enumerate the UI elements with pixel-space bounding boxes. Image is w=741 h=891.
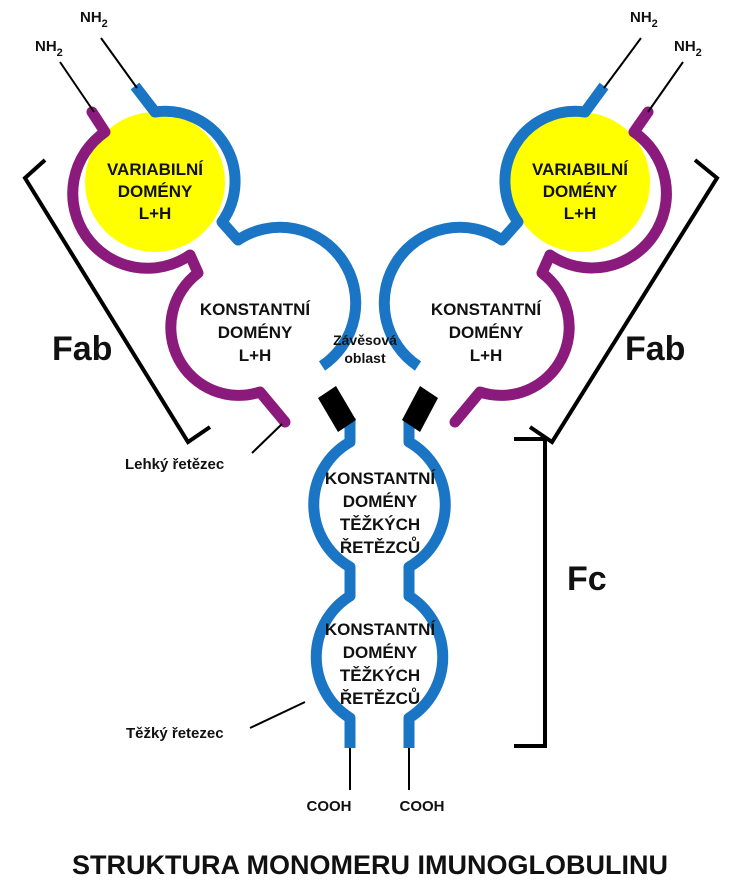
- nh2-text: NH: [80, 9, 102, 26]
- heavy-chain-left-upper-path: [130, 82, 362, 371]
- nh2-label-left-outer: NH2: [35, 38, 63, 59]
- nh2-line-right-outer: [647, 61, 684, 113]
- terminal-lines: [59, 37, 684, 790]
- cooh-label-right: COOH: [400, 798, 445, 815]
- constant-heavy-lower-line3: TĚŽKÝCH: [340, 666, 420, 685]
- light-chain-left-path: [67, 106, 291, 428]
- variable-label-right-line2: DOMÉNY: [543, 182, 618, 201]
- cooh-label-left: COOH: [307, 798, 352, 815]
- constant-lh-label-right-line2: DOMÉNY: [449, 323, 524, 342]
- hinge-right: [402, 386, 438, 432]
- constant-heavy-upper-line3: TĚŽKÝCH: [340, 515, 420, 534]
- heavy-chain-label: Těžký řetezec: [126, 725, 224, 742]
- constant-lh-label-left: KONSTANTNÍ DOMÉNY L+H: [200, 300, 311, 365]
- heavy-chain-left-lower-path: [308, 418, 356, 748]
- fab-bracket-right: [528, 158, 720, 445]
- nh2-label-right-outer: NH2: [674, 38, 702, 59]
- nh2-sub: 2: [652, 18, 658, 30]
- fab-label-right: Fab: [625, 330, 685, 368]
- fc-label: Fc: [567, 560, 607, 598]
- constant-heavy-label-lower: KONSTANTNÍ DOMÉNY TĚŽKÝCH ŘETĚZCŮ: [325, 620, 436, 708]
- constant-lh-label-right-line3: L+H: [470, 346, 503, 365]
- constant-heavy-label-upper: KONSTANTNÍ DOMÉNY TĚŽKÝCH ŘETĚZCŮ: [325, 469, 436, 557]
- nh2-line-left-outer: [59, 61, 95, 113]
- fab-arm-left: [67, 82, 362, 432]
- nh2-text: NH: [630, 9, 652, 26]
- constant-heavy-upper-line4: ŘETĚZCŮ: [340, 537, 420, 557]
- fc-heavy-chain: [308, 418, 451, 748]
- nh2-sub: 2: [696, 47, 702, 59]
- heavy-chain-right-upper-path: [378, 82, 609, 371]
- nh2-text: NH: [35, 38, 57, 55]
- variable-domain-right-fill: [510, 112, 650, 252]
- variable-label-left-line2: DOMÉNY: [118, 182, 193, 201]
- constant-heavy-lower-line1: KONSTANTNÍ: [325, 620, 436, 639]
- variable-label-right-line3: L+H: [564, 204, 597, 223]
- hinge-label-line1: Závěsová: [333, 332, 397, 348]
- fab-arm-right: [378, 82, 672, 432]
- light-chain-pointer: [251, 423, 283, 454]
- constant-heavy-lower-line2: DOMÉNY: [343, 643, 418, 662]
- fab-label-left: Fab: [52, 330, 112, 368]
- variable-domain-left-fill: [85, 112, 225, 252]
- diagram-title: STRUKTURA MONOMERU IMUNOGLOBULINU: [72, 850, 668, 880]
- constant-lh-label-left-line3: L+H: [239, 346, 272, 365]
- constant-lh-label-left-line2: DOMÉNY: [218, 323, 293, 342]
- nh2-sub: 2: [102, 18, 108, 30]
- variable-label-left-line1: VARIABILNÍ: [107, 160, 204, 179]
- heavy-chain-pointer: [249, 701, 306, 729]
- constant-lh-label-left-line1: KONSTANTNÍ: [200, 300, 311, 319]
- constant-heavy-upper-line1: KONSTANTNÍ: [325, 469, 436, 488]
- variable-label-left-line3: L+H: [139, 204, 172, 223]
- nh2-line-right-inner: [603, 37, 642, 89]
- fab-bracket-left: [22, 158, 212, 445]
- fc-bracket: [514, 437, 547, 748]
- nh2-label-right-inner: NH2: [630, 9, 658, 30]
- hinge-label-line2: oblast: [344, 350, 386, 366]
- brackets: [22, 158, 720, 748]
- hinge-left: [318, 386, 356, 432]
- light-chain-right-path: [449, 106, 672, 428]
- variable-label-left: VARIABILNÍ DOMÉNY L+H: [107, 160, 204, 223]
- nh2-line-left-inner: [100, 37, 138, 89]
- constant-lh-label-right-line1: KONSTANTNÍ: [431, 300, 542, 319]
- constant-heavy-upper-line2: DOMÉNY: [343, 492, 418, 511]
- nh2-sub: 2: [57, 47, 63, 59]
- light-chain-label: Lehký řetězec: [125, 456, 224, 473]
- constant-lh-label-right: KONSTANTNÍ DOMÉNY L+H: [431, 300, 542, 365]
- variable-label-right-line1: VARIABILNÍ: [532, 160, 629, 179]
- variable-label-right: VARIABILNÍ DOMÉNY L+H: [532, 160, 629, 223]
- heavy-chain-right-lower-path: [403, 418, 451, 748]
- constant-heavy-lower-line4: ŘETĚZCŮ: [340, 688, 420, 708]
- nh2-label-left-inner: NH2: [80, 9, 108, 30]
- nh2-text: NH: [674, 38, 696, 55]
